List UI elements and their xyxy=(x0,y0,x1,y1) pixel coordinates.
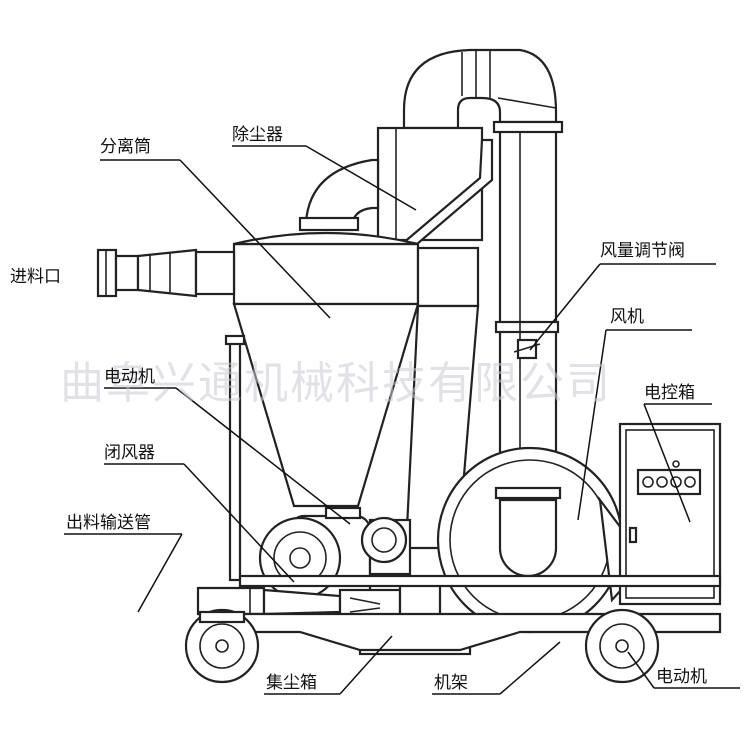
small-elbow xyxy=(298,158,380,232)
label-airlock: 闭风器 xyxy=(104,443,155,463)
watermark-text: 曲阜兴通机械科技有限公司 xyxy=(60,358,612,409)
top-elbow-duct xyxy=(402,48,558,130)
separator-drum xyxy=(232,231,480,550)
label-air-volume-valve: 风量调节阀 xyxy=(600,241,685,261)
leader-lines xyxy=(64,145,740,695)
left-motor xyxy=(258,506,372,604)
label-dust-remover: 除尘器 xyxy=(232,125,283,145)
wheel-left xyxy=(184,608,260,684)
label-dust-box: 集尘箱 xyxy=(266,673,317,693)
control-box xyxy=(618,422,722,606)
label-feed-inlet: 进料口 xyxy=(10,267,61,287)
label-frame: 机架 xyxy=(434,673,468,693)
wheel-right xyxy=(584,608,660,684)
discharge-pipe xyxy=(196,334,442,628)
label-control-box: 电控箱 xyxy=(644,383,695,403)
label-separator-drum: 分离筒 xyxy=(100,137,151,157)
label-discharge-pipe: 出料输送管 xyxy=(66,513,151,533)
dust-remover xyxy=(376,126,494,252)
fan-inlet-tube xyxy=(492,120,564,494)
label-motor-right: 电动机 xyxy=(656,667,707,687)
feed-inlet xyxy=(96,248,236,298)
fan-housing xyxy=(436,446,632,634)
air-volume-valve xyxy=(513,338,541,360)
label-fan: 风机 xyxy=(610,307,644,327)
airlock xyxy=(360,516,412,576)
label-motor-left: 电动机 xyxy=(104,367,155,387)
